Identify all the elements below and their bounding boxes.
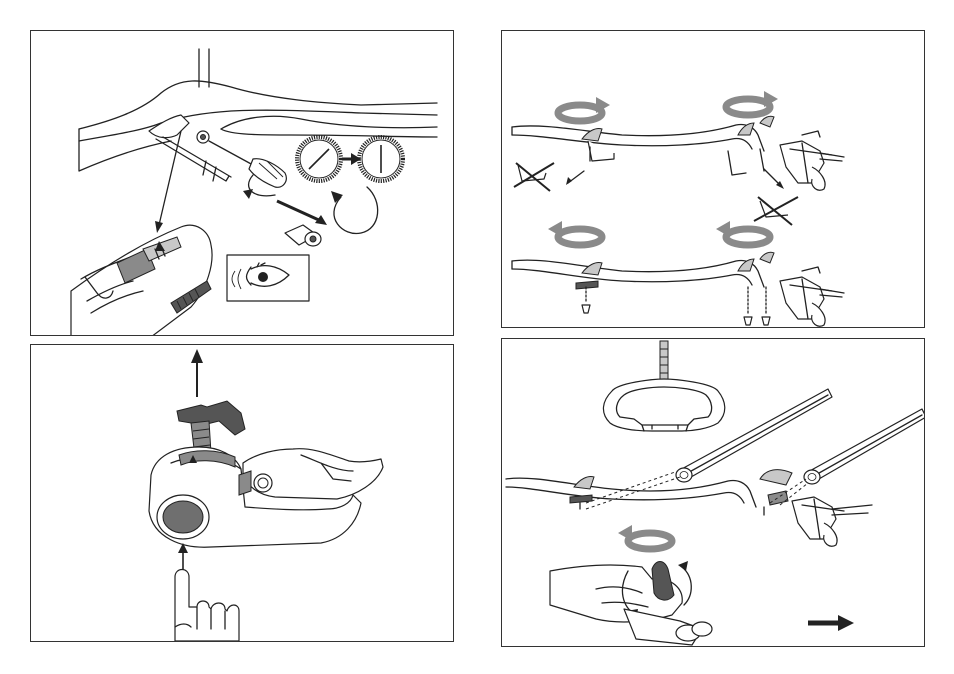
rotate-arrow-icon [558,97,610,121]
release-knob-illustration [31,345,454,642]
pointing-hand-icon [175,570,239,642]
panel-rotate-clamps [501,30,925,328]
panel-mount-on-bar [501,338,925,647]
screw-icon [582,287,590,313]
up-arrow-icon [191,349,203,397]
right-arrow-icon [808,615,854,631]
mount-bar-illustration [502,339,925,647]
rotate-arrow-icon [548,221,602,245]
screw-icon [744,287,752,325]
cross-out-icon [514,163,554,191]
rotate-arrow-icon [716,221,770,245]
rotate-arrow-icon [726,91,778,115]
panel-press-release-knob [30,344,454,642]
panel-remove-lock-cylinder [30,30,454,336]
cross-out-icon [754,197,798,225]
bar-profile-icon [603,379,724,431]
clamps-rotation-illustration [502,31,925,328]
screw-icon [762,287,770,325]
rotate-arrow-icon [618,525,672,549]
lock-cylinder-illustration [31,31,454,336]
